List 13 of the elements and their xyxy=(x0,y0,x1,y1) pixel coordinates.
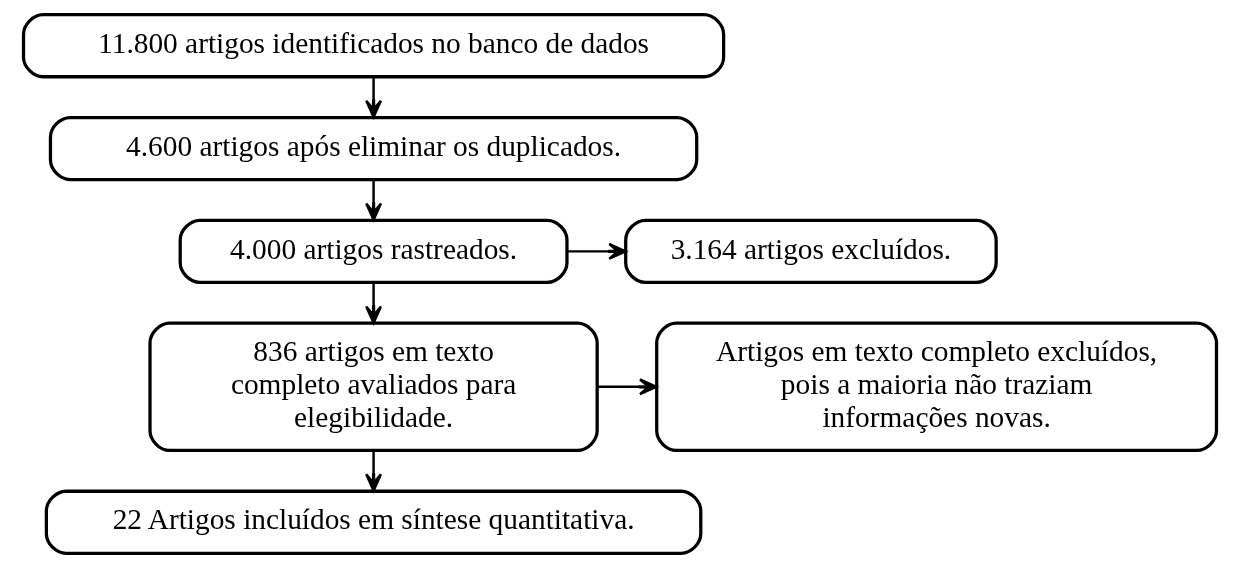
arrow xyxy=(596,378,658,396)
node-box: 3.164 artigos excluídos. xyxy=(623,218,998,284)
arrow xyxy=(364,283,382,325)
arrow xyxy=(566,242,627,260)
node-box: 4.600 artigos após eliminar os duplicados. xyxy=(48,115,698,182)
arrow xyxy=(364,77,382,119)
arrow xyxy=(364,180,382,222)
node-box: 11.800 artigos identificados no banco de dados xyxy=(21,13,725,79)
node-box: 4.000 artigos rastreados. xyxy=(178,218,569,284)
arrow xyxy=(364,450,382,492)
node-box: 22 Artigos incluídos em síntese quantitativa. xyxy=(44,489,702,555)
node-box: Artigos em texto completo excluídos, pois a maioria não traziam informações novas. xyxy=(654,321,1218,453)
node-box: 836 artigos em texto completo avaliados para elegibilidade. xyxy=(147,321,599,453)
